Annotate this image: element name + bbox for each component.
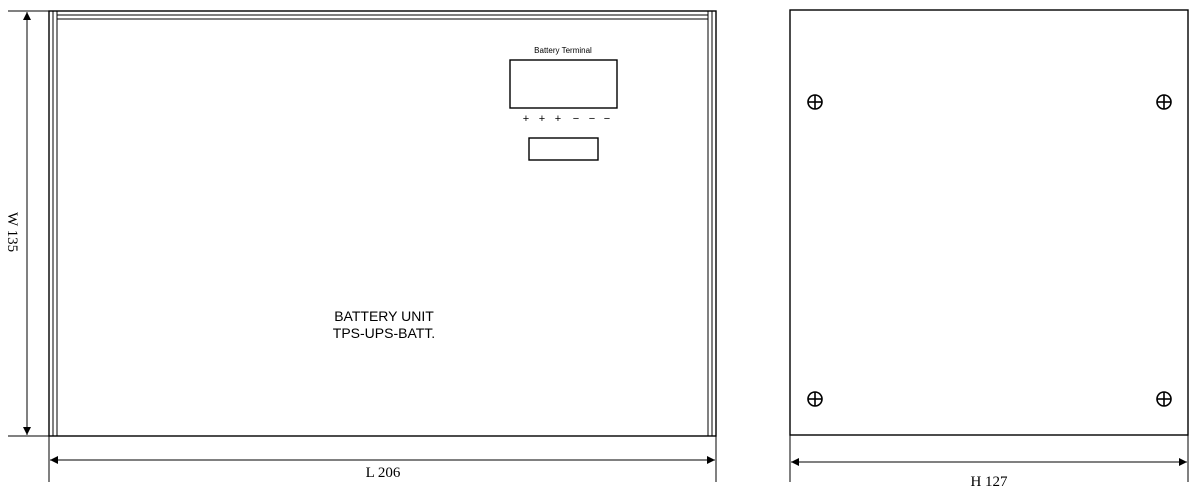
front-view: Battery Terminal + + + − − − BATTERY UNI… bbox=[48, 10, 717, 437]
height-label: H 127 bbox=[970, 474, 1008, 490]
side-view-outline bbox=[789, 9, 1189, 436]
width-label: W 135 bbox=[4, 212, 20, 252]
screw-top-left bbox=[807, 94, 823, 110]
terminal-sign-3: + bbox=[555, 113, 561, 125]
terminal-label: Battery Terminal bbox=[534, 46, 592, 55]
terminal-sign-2: + bbox=[539, 113, 545, 125]
terminal-sign-1: + bbox=[523, 113, 529, 125]
length-dimension: L 206 bbox=[48, 436, 717, 482]
terminal-sign-6: − bbox=[604, 113, 610, 125]
unit-model: TPS-UPS-BATT. bbox=[333, 325, 435, 341]
terminal-sign-5: − bbox=[589, 113, 595, 125]
front-view-outline bbox=[48, 10, 717, 437]
length-label: L 206 bbox=[366, 465, 401, 481]
battery-terminal-block bbox=[509, 59, 618, 109]
screw-bottom-right bbox=[1156, 391, 1172, 407]
width-dimension: W 135 bbox=[4, 10, 49, 437]
unit-name: BATTERY UNIT bbox=[334, 308, 434, 324]
screw-bottom-left bbox=[807, 391, 823, 407]
screw-top-right bbox=[1156, 94, 1172, 110]
height-dimension: H 127 bbox=[789, 435, 1189, 490]
side-view bbox=[789, 9, 1189, 436]
fuse-block bbox=[528, 137, 599, 161]
terminal-sign-4: − bbox=[573, 113, 579, 125]
